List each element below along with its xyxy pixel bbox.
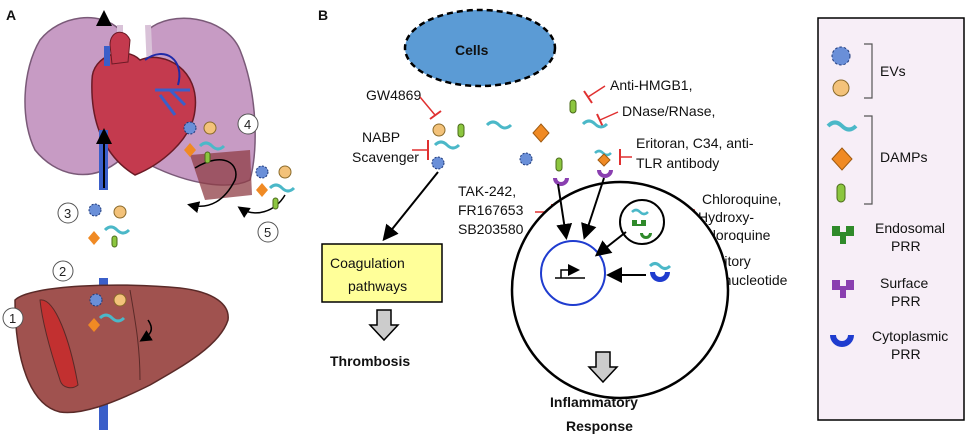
- legend-surface-prr: Surface PRR: [832, 275, 928, 309]
- legend-surface-1: Surface: [880, 275, 928, 291]
- step-2: 2: [59, 264, 66, 279]
- arrow-to-thrombosis: [368, 309, 400, 342]
- curved-arrow-out: [187, 159, 237, 213]
- inhibitor-scavenger: Scavenger: [352, 149, 419, 165]
- panel-a-particles: [88, 121, 296, 332]
- arrow-to-inflammation: [587, 351, 619, 384]
- legend-endosomal-2: PRR: [891, 238, 921, 254]
- coagulation-line-2: pathways: [348, 278, 407, 294]
- cytoplasmic-prr: [650, 272, 670, 282]
- liver-illustration: [14, 284, 229, 414]
- nucleus: [540, 240, 606, 306]
- inhibitor-tak242: TAK-242,: [458, 183, 516, 199]
- step-markers: 1 2 3 4 5: [2, 113, 279, 329]
- inhibitor-hydroxy: Hydroxy-: [698, 209, 754, 225]
- gene-promoter: [555, 270, 585, 278]
- inhibitor-gw4869: GW4869: [366, 87, 421, 103]
- legend-evs-label: EVs: [880, 63, 906, 79]
- legend-cytoplasmic-2: PRR: [891, 346, 921, 362]
- inhibitor-anti-hmgb1: Anti-HMGB1,: [610, 77, 692, 93]
- inhibitor-fr167653: FR167653: [458, 202, 524, 218]
- legend-damps-label: DAMPs: [880, 149, 927, 165]
- step-1: 1: [9, 311, 16, 326]
- legend-surface-2: PRR: [891, 293, 921, 309]
- inhibitor-eritoran-2: TLR antibody: [636, 155, 719, 171]
- target-cell: [510, 180, 730, 400]
- arrow-surface-1: [556, 183, 573, 240]
- arrow-surface-2: [581, 177, 605, 240]
- curved-arrow-in: [237, 194, 286, 218]
- legend-cytoplasmic-prr: Cytoplasmic PRR: [830, 328, 948, 362]
- legend-damps: DAMPs: [826, 115, 927, 205]
- inhibitor-dnase: DNase/RNase,: [622, 103, 715, 119]
- inhibitor-chloroquine: Chloroquine,: [702, 191, 781, 207]
- surface-prr-1: [553, 178, 569, 186]
- inhibitor-sb203580: SB203580: [458, 221, 524, 237]
- gw-inhibit-line: [419, 96, 436, 116]
- coagulation-line-1: Coagulation: [330, 255, 405, 271]
- step-3: 3: [64, 206, 71, 221]
- inhibitor-nabp: NABP: [362, 129, 400, 145]
- inferior-vena-cava: [99, 385, 108, 430]
- thrombosis-label: Thrombosis: [330, 353, 410, 369]
- legend-evs: EVs: [831, 43, 906, 99]
- inflammatory-line-1: Inflammatory: [550, 394, 638, 410]
- surface-prr-2: [597, 170, 613, 178]
- cells-ellipse: [403, 8, 557, 88]
- inhibitor-eritoran-1: Eritoran, C34, anti-: [636, 135, 754, 151]
- legend-endosomal-1: Endosomal: [875, 220, 945, 236]
- arrow-endosome: [594, 231, 627, 257]
- arrow-to-coagulation: [382, 171, 439, 242]
- step-5: 5: [264, 225, 271, 240]
- heart-illustration: [91, 31, 197, 176]
- inflammatory-line-2: Response: [566, 418, 633, 434]
- liver-release-arrow: [139, 319, 153, 342]
- legend-endosomal-prr: Endosomal PRR: [832, 220, 945, 254]
- step-4: 4: [244, 117, 251, 132]
- cells-label: Cells: [455, 42, 489, 58]
- panel-b-particles: [431, 99, 612, 172]
- panel-a-label: A: [6, 7, 16, 23]
- coagulation-box: [321, 243, 443, 303]
- legend-cytoplasmic-1: Cytoplasmic: [872, 328, 948, 344]
- panel-b-label: B: [318, 7, 328, 23]
